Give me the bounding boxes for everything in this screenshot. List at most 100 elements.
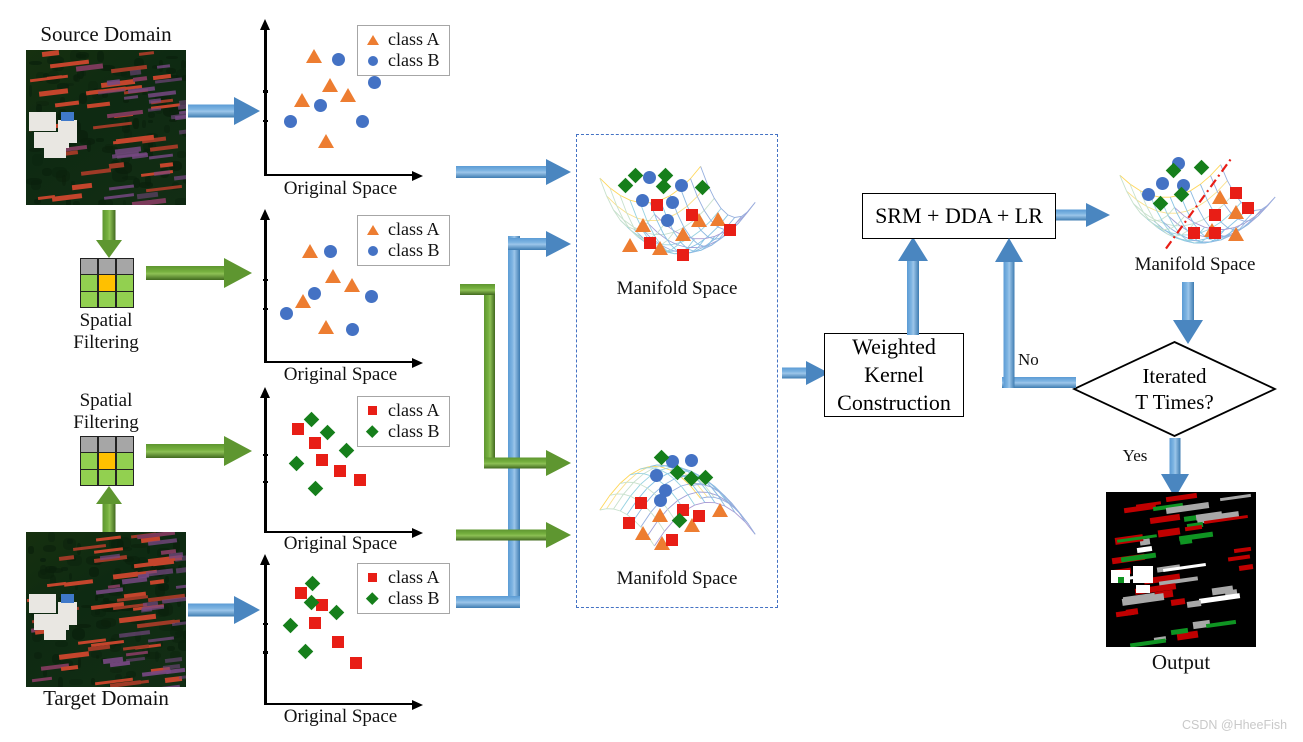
building-roof — [71, 182, 93, 190]
triangle-marker — [306, 49, 322, 64]
legend-row: class B — [364, 421, 440, 442]
bright-building — [58, 119, 78, 143]
classified-segment — [1158, 527, 1181, 538]
vegetation-patch — [43, 545, 57, 553]
vegetation-patch — [145, 175, 151, 186]
vegetation-patch — [172, 539, 180, 552]
legend-row: class B — [364, 588, 440, 609]
classified-segment — [1234, 547, 1252, 554]
vegetation-patch — [173, 203, 183, 205]
vegetation-patch — [56, 169, 71, 183]
classified-segment — [1130, 638, 1167, 647]
triangle-marker — [325, 269, 342, 283]
axis-tick — [263, 307, 268, 311]
legend-row: class A — [364, 29, 440, 50]
vegetation-patch — [88, 80, 98, 93]
vegetation-patch — [183, 176, 186, 184]
srm-dda-lr-box[interactable]: SRM + DDA + LR — [862, 193, 1056, 239]
square-marker — [1209, 208, 1221, 221]
legend-target-1: class A class B — [357, 396, 450, 447]
axis-tick — [263, 480, 268, 484]
no-branch-horizontal — [1002, 377, 1076, 388]
legend-label: class A — [388, 29, 440, 49]
vegetation-patch — [102, 145, 119, 154]
vegetation-patch — [91, 677, 96, 686]
square-icon — [364, 405, 381, 416]
vegetation-patch — [50, 575, 56, 589]
vegetation-patch — [167, 645, 176, 652]
legend-label: class A — [388, 400, 440, 420]
vegetation-patch — [121, 123, 130, 133]
diamond-marker — [338, 443, 355, 459]
axis-tick — [263, 622, 268, 626]
building-roof — [55, 100, 80, 108]
bright-building — [58, 601, 78, 625]
vegetation-patch — [175, 631, 186, 636]
diamond-marker — [329, 604, 345, 621]
vegetation-patch — [72, 74, 78, 81]
vegetation-patch — [34, 198, 41, 204]
vegetation-patch — [95, 609, 101, 615]
decision-diamond[interactable]: Iterated T Times? — [1072, 340, 1277, 438]
vegetation-patch — [97, 198, 114, 205]
building-roof — [138, 51, 155, 57]
legend-label: class A — [388, 219, 440, 239]
circle-marker — [665, 454, 679, 468]
arrow-filter1-to-plot2 — [146, 258, 252, 288]
classified-segment — [1178, 531, 1214, 542]
vegetation-patch — [122, 98, 129, 103]
triangle-marker — [321, 77, 338, 92]
vegetation-patch — [27, 546, 34, 554]
triangle-marker — [295, 294, 312, 308]
circle-marker — [313, 98, 327, 112]
vegetation-patch — [48, 532, 55, 542]
target-domain-label: Target Domain — [43, 686, 169, 710]
vegetation-patch — [35, 104, 43, 113]
axis-tick — [263, 453, 268, 457]
triangle-marker — [302, 244, 319, 258]
vegetation-patch — [74, 584, 79, 591]
vegetation-patch — [126, 671, 137, 679]
arrow-manifold-to-kernel — [782, 360, 830, 386]
vegetation-patch — [57, 686, 63, 687]
circle-marker — [345, 323, 359, 337]
building-roof — [129, 69, 141, 76]
building-roof — [165, 656, 183, 663]
triangle-marker — [318, 320, 334, 335]
square-marker — [634, 496, 647, 509]
building-roof — [176, 583, 186, 589]
triangle-marker — [339, 87, 356, 102]
classified-segment — [1219, 493, 1252, 501]
vegetation-patch — [132, 177, 140, 189]
weighted-kernel-box[interactable]: Weighted Kernel Construction — [824, 333, 964, 417]
vegetation-patch — [122, 176, 137, 181]
vegetation-patch — [134, 629, 142, 643]
circle-marker — [674, 178, 688, 192]
vegetation-patch — [69, 556, 77, 562]
vegetation-patch — [32, 153, 43, 167]
blue-bus-vertical — [508, 236, 520, 608]
square-marker — [676, 249, 689, 261]
vegetation-patch — [60, 97, 65, 106]
legend-label: class A — [388, 567, 440, 587]
vegetation-patch — [101, 617, 117, 627]
vegetation-patch — [57, 83, 70, 91]
x-axis — [264, 699, 423, 710]
vegetation-patch — [130, 544, 147, 549]
green-bus-top — [460, 284, 495, 295]
vegetation-patch — [175, 197, 186, 205]
vegetation-patch — [54, 640, 69, 647]
diamond-marker — [303, 411, 320, 427]
circle-marker — [665, 196, 679, 209]
vegetation-patch — [47, 128, 52, 134]
y-axis — [260, 19, 270, 176]
vegetation-patch — [42, 668, 47, 677]
vegetation-patch — [87, 139, 91, 153]
vegetation-patch — [61, 567, 69, 571]
circle-marker — [307, 287, 321, 300]
vegetation-patch — [111, 539, 124, 551]
plot-caption-source-1: Original Space — [283, 178, 398, 199]
square-marker — [724, 224, 736, 236]
building-roof — [178, 127, 186, 135]
arrow-kernel-to-srm — [898, 237, 928, 335]
